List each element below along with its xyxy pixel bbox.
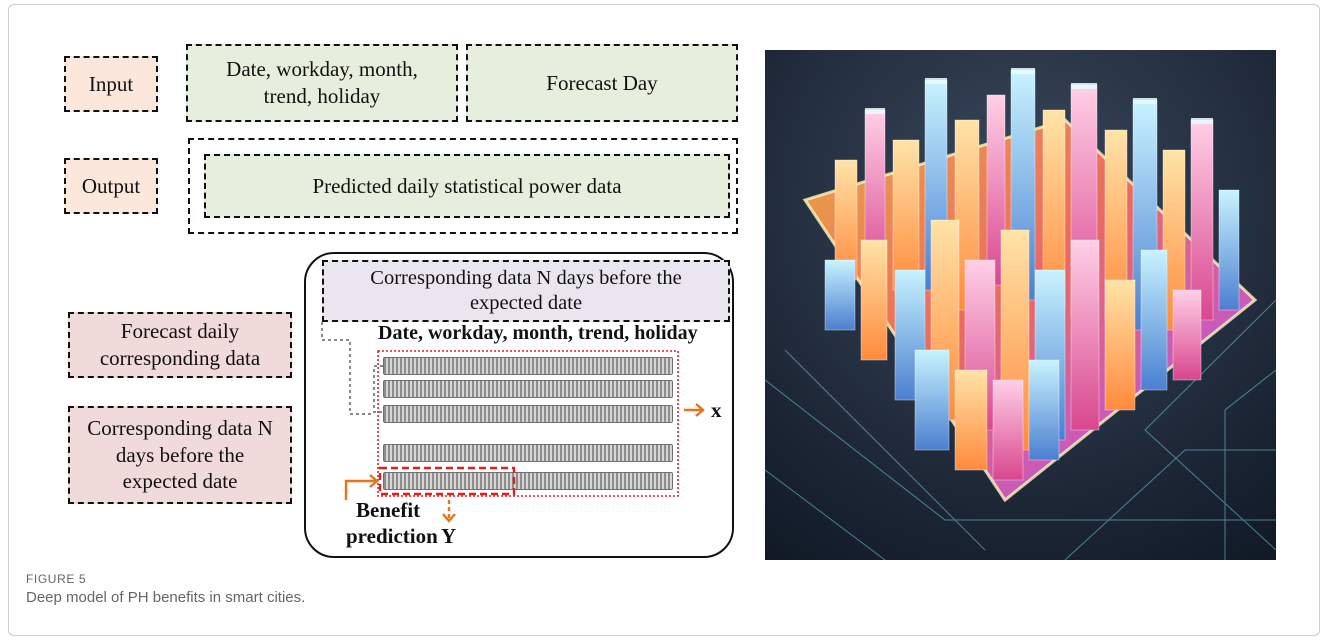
output-box-text: Predicted daily statistical power data	[312, 173, 622, 198]
x-arrowhead	[695, 403, 705, 417]
corresponding-data-line-3: expected date	[122, 469, 238, 494]
panel-column-labels: Date, workday, month, trend, holiday	[378, 322, 698, 344]
panel-header-line-2: expected date	[469, 292, 583, 314]
data-bar-3	[383, 405, 673, 423]
corresponding-data-line-2: days before the	[115, 442, 245, 467]
figure-label: FIGURE 5	[26, 572, 87, 586]
forecast-day-box: Forecast Day	[466, 44, 738, 122]
input-features-box: Date, workday, month, trend, holiday	[186, 44, 458, 122]
forecast-daily-line-1: Forecast daily	[120, 319, 240, 344]
corresponding-data-line-1: Corresponding data N	[87, 415, 273, 440]
benefit-line-1: Benefit	[356, 498, 421, 522]
benefit-arrow	[344, 479, 376, 500]
output-label-box: Output	[64, 158, 158, 214]
figure-caption: Deep model of PH benefits in smart citie…	[26, 589, 306, 606]
benefit-line-2: prediction	[346, 524, 438, 548]
rooftops	[865, 68, 1213, 124]
forecast-daily-box: Forecast daily corresponding data	[68, 312, 292, 378]
corresponding-data-box: Corresponding data N days before the exp…	[68, 406, 292, 504]
panel-header-box: Corresponding data N days before the exp…	[322, 260, 730, 322]
output-label: Output	[81, 173, 141, 198]
data-bar-2	[383, 380, 673, 398]
output-outer-box	[188, 138, 738, 234]
input-features-line-2: trend, holiday	[263, 84, 381, 108]
x-region-frame	[377, 350, 679, 497]
data-bar-4	[383, 444, 673, 462]
panel-header-line-1: Corresponding data N days before the	[370, 267, 682, 289]
input-features-line-1: Date, workday, month,	[226, 57, 418, 82]
input-label: Input	[88, 71, 134, 96]
bracket-brace	[373, 365, 383, 413]
y-label: Y	[441, 524, 457, 548]
data-bar-1	[383, 357, 673, 375]
x-label: x	[711, 398, 722, 422]
data-bar-5	[383, 472, 673, 490]
forecast-daily-line-2: corresponding data	[99, 346, 261, 370]
y-region-frame	[378, 466, 516, 496]
forecast-day-label: Forecast Day	[546, 70, 658, 95]
smart-city-illustration	[765, 50, 1276, 560]
bracket-connector	[321, 322, 372, 415]
city-buildings	[824, 69, 1240, 481]
y-arrowhead	[442, 513, 456, 523]
circuit-lines	[765, 299, 1276, 560]
output-inner-box: Predicted daily statistical power data	[204, 154, 730, 218]
input-label-box: Input	[64, 56, 158, 112]
benefit-arrowhead	[369, 474, 379, 488]
